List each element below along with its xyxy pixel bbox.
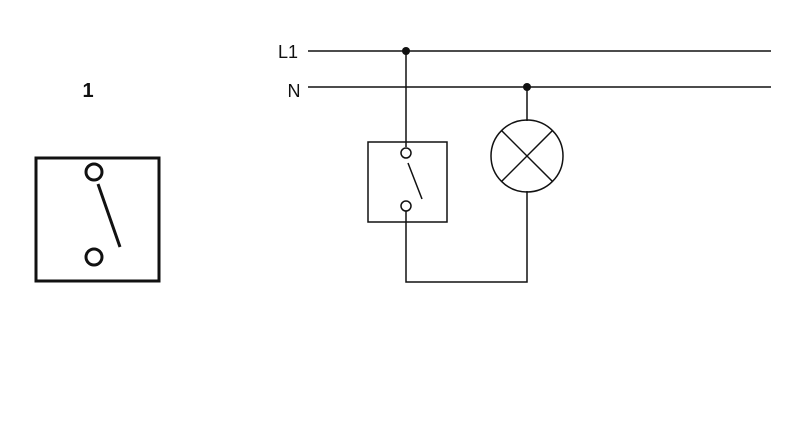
- single-pole-switch-icon: [34, 156, 161, 283]
- n-line-label: N: [288, 81, 301, 101]
- lamp-icon: [490, 119, 564, 193]
- schematic-switch-icon: [367, 141, 448, 223]
- switch-to-lamp-wire: [405, 191, 528, 283]
- l1-line-label: L1: [278, 42, 298, 62]
- switch-symbol-legend: 1: [34, 80, 161, 283]
- wiring-schematic: L1 N: [278, 42, 771, 283]
- symbol-number-label: 1: [82, 80, 93, 102]
